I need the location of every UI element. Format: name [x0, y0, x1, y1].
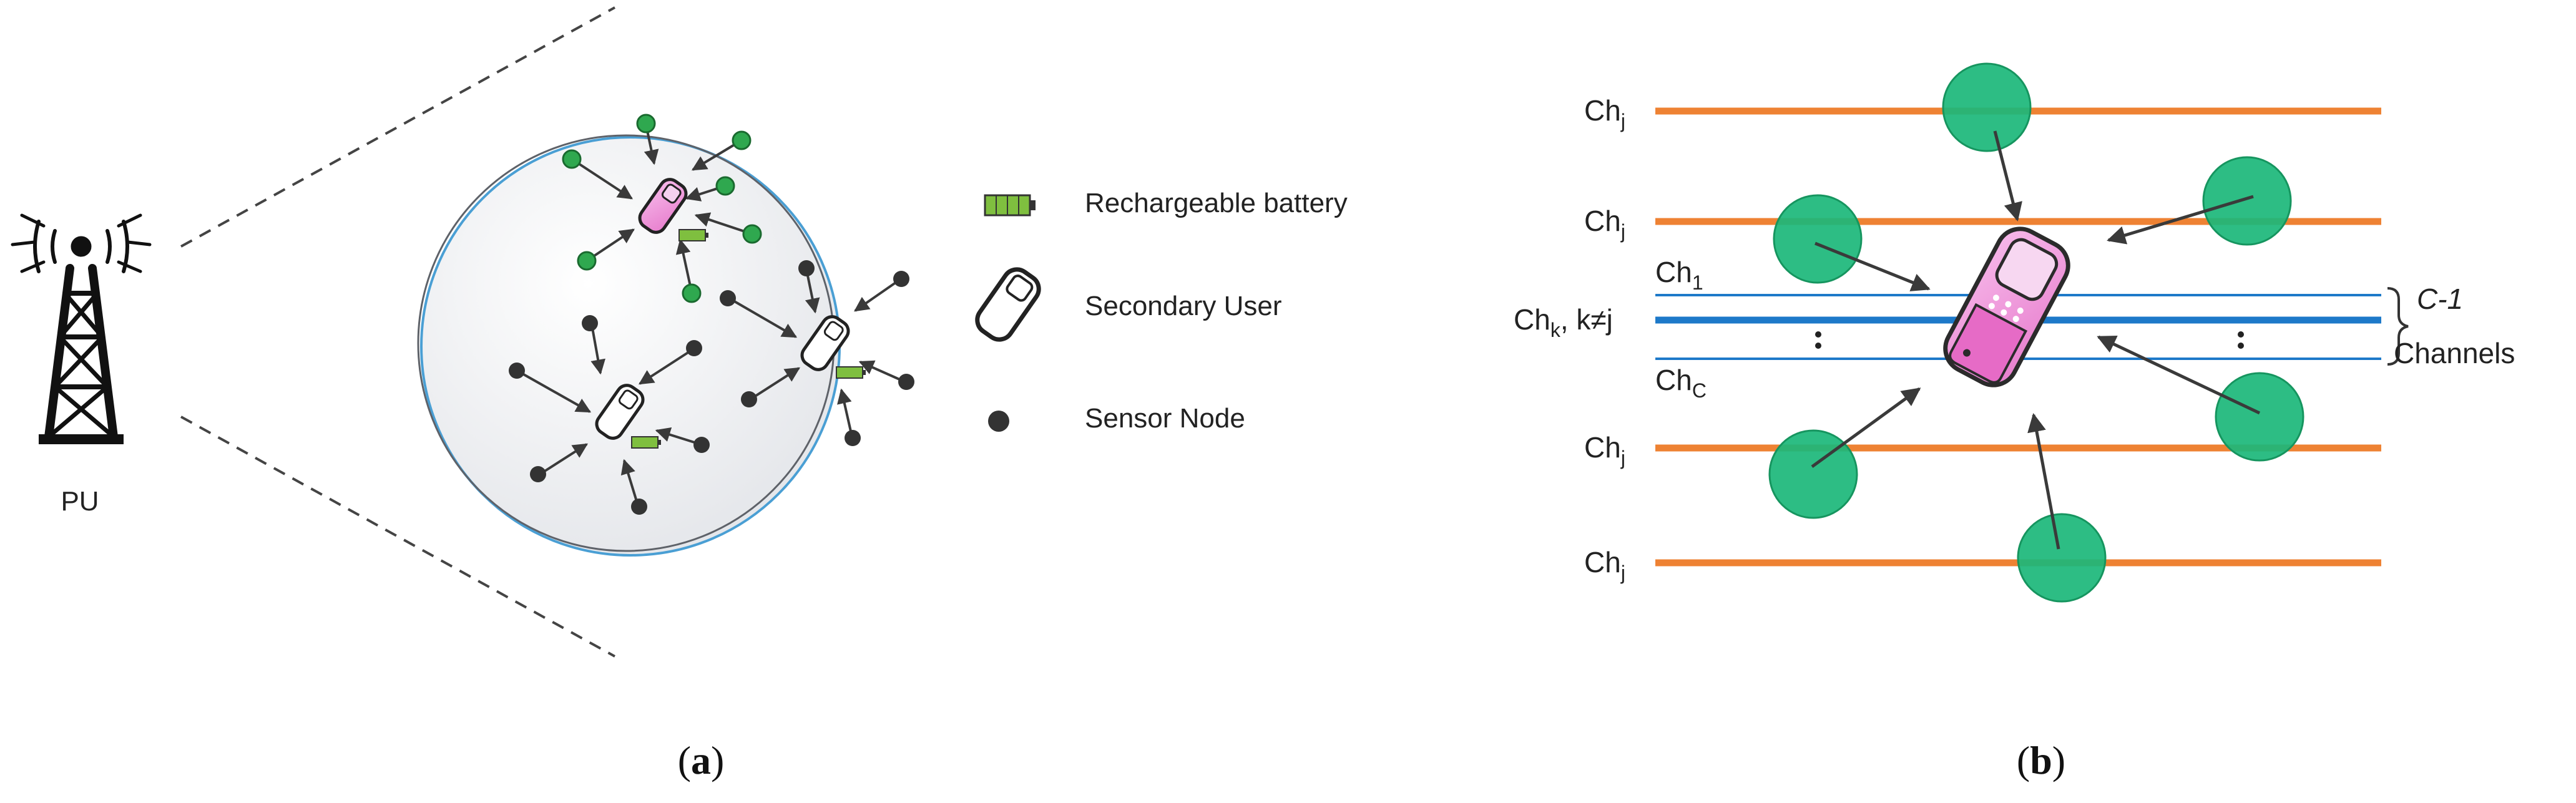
- legend-sensor-node-icon: [988, 411, 1009, 432]
- channels-brace: [2387, 287, 2409, 366]
- coverage-line-top: [180, 6, 615, 248]
- label-ch-j-1: Chj: [1584, 94, 1625, 132]
- secondary-user-icon: [595, 384, 645, 440]
- sensor-node: [798, 260, 820, 314]
- sensor-node: [582, 315, 605, 375]
- secondary-user-pink-icon: [1943, 226, 2070, 387]
- secondary-user-pink-icon: [638, 178, 688, 234]
- sensor-node: [858, 360, 914, 390]
- label-ch-1: Ch1: [1655, 256, 1703, 294]
- green-node: [1773, 194, 1931, 291]
- sensor-node: [720, 290, 798, 338]
- label-ch-j-4: Chj: [1584, 546, 1625, 584]
- caption-a: (a): [678, 738, 725, 782]
- green-sensor-node: [577, 228, 635, 271]
- sensor-node: [620, 459, 647, 515]
- ellipsis-dots-left: [1815, 331, 1821, 349]
- cluster-dark-left: [509, 315, 710, 515]
- green-sensor-node: [675, 238, 702, 303]
- secondary-user-icon: [800, 315, 850, 371]
- channels-label: Channels: [2394, 337, 2515, 369]
- panel-a: PU: [11, 6, 1348, 782]
- coverage-line-bottom: [180, 416, 615, 658]
- legend-secondary-user-icon: [975, 267, 1041, 342]
- cluster-dark-right: [720, 260, 914, 446]
- sensor-node: [655, 427, 710, 453]
- green-sensor-node: [691, 130, 752, 171]
- sensor-node: [530, 443, 589, 482]
- green-node: [2107, 156, 2292, 246]
- green-sensor-node: [636, 114, 659, 165]
- green-sensor-node: [694, 212, 762, 244]
- sensor-node: [638, 340, 702, 385]
- legend: Rechargeable battery Secondary User Sens…: [975, 188, 1348, 434]
- legend-sensor-node-label: Sensor Node: [1085, 403, 1245, 434]
- panel-b: Chj Chj Ch1 Chk, k≠j ChC Chj Chj C-1 Cha…: [1514, 62, 2515, 782]
- pu-tower-icon: [11, 213, 152, 444]
- green-sensor-node: [562, 149, 634, 200]
- caption-b: (b): [2017, 738, 2065, 782]
- battery-icon: [836, 366, 866, 379]
- label-ch-c: ChC: [1655, 364, 1707, 402]
- label-ch-j-2: Chj: [1584, 205, 1625, 243]
- green-node: [2017, 413, 2107, 603]
- label-ch-k: Chk, k≠j: [1514, 303, 1613, 341]
- green-node: [2097, 335, 2304, 462]
- cluster-green: [562, 114, 762, 303]
- green-node: [1768, 387, 1921, 519]
- battery-icon: [631, 436, 661, 449]
- sensor-node: [837, 388, 861, 446]
- c-minus-1-label: C-1: [2417, 283, 2463, 315]
- pu-label: PU: [61, 486, 99, 517]
- legend-battery-label: Rechargeable battery: [1085, 188, 1348, 218]
- battery-icon: [678, 229, 708, 241]
- legend-battery-icon: [984, 194, 1036, 217]
- green-sensor-node: [685, 176, 735, 202]
- sensor-node: [741, 367, 801, 407]
- legend-secondary-user-label: Secondary User: [1085, 291, 1281, 321]
- label-ch-j-3: Chj: [1584, 431, 1625, 469]
- sensor-node: [854, 271, 909, 312]
- green-node: [1942, 62, 2032, 221]
- sensor-node: [509, 363, 592, 413]
- ellipsis-dots-right: [2238, 331, 2244, 349]
